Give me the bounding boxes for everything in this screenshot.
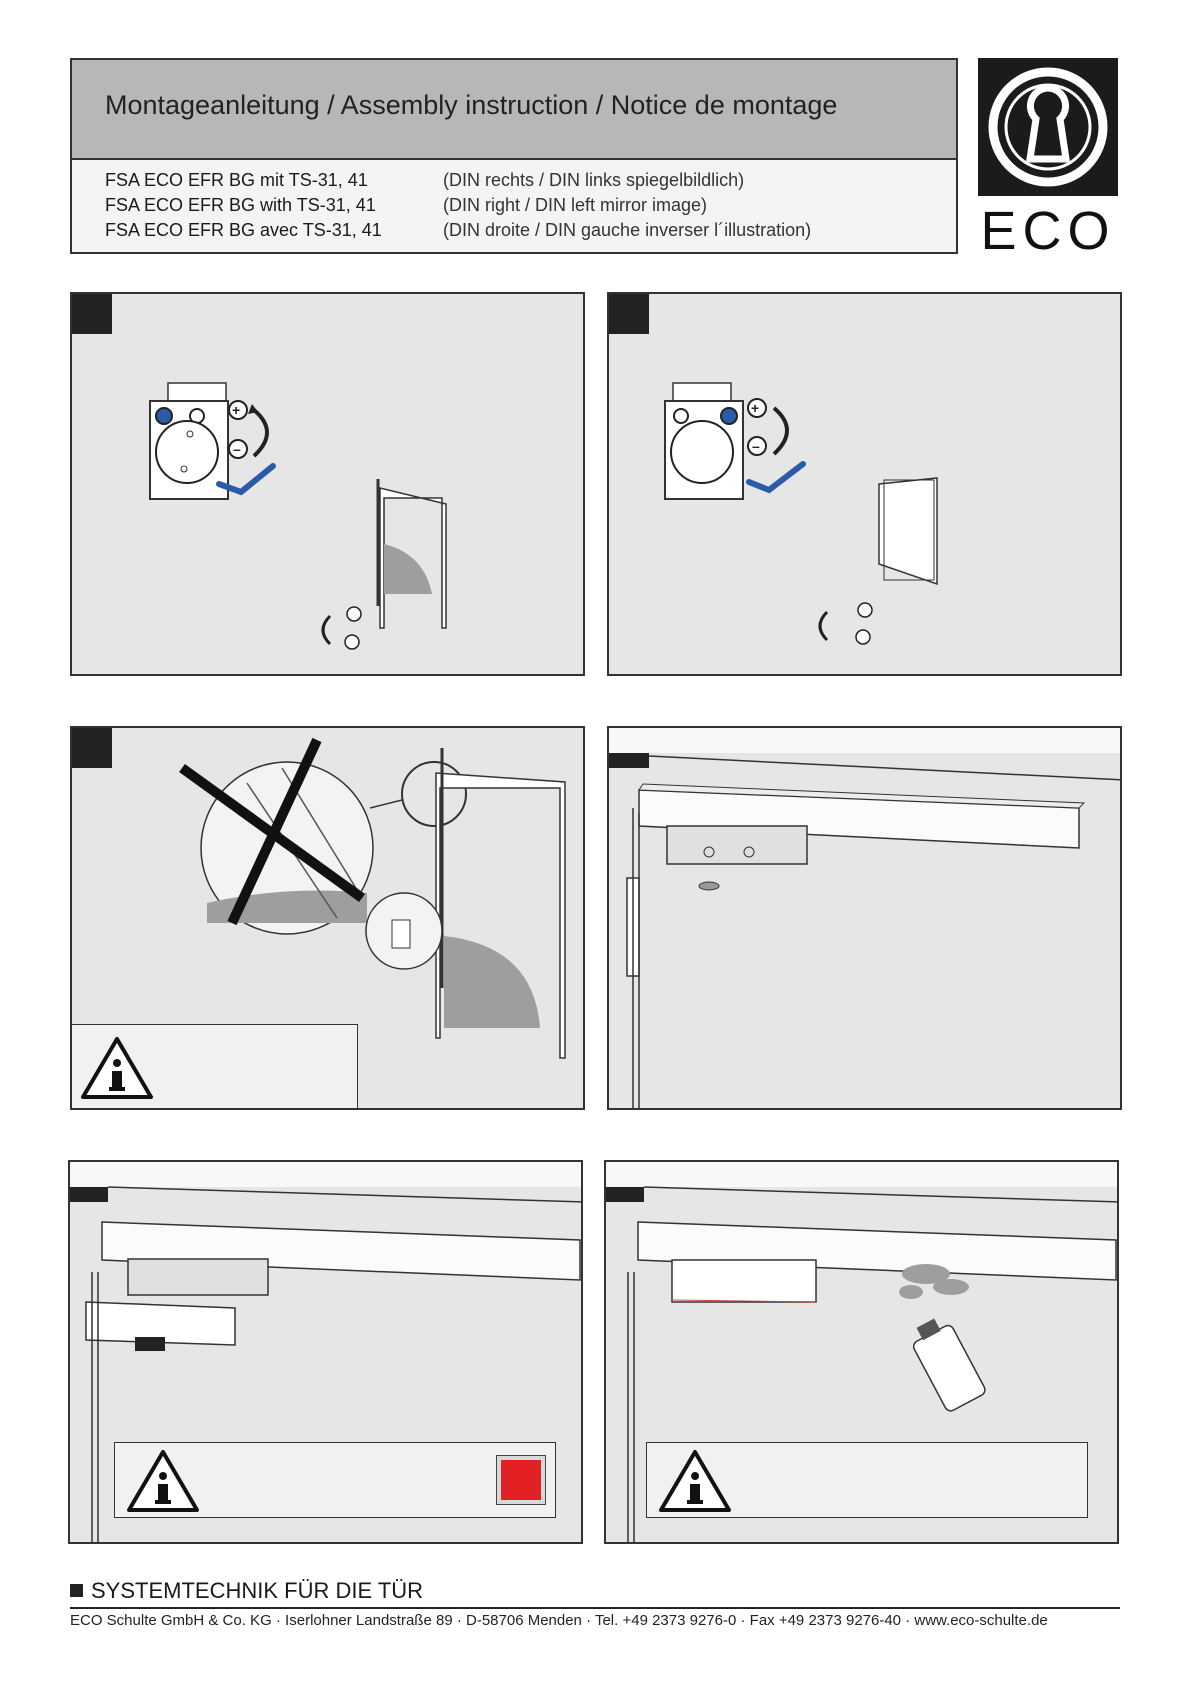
door-illustration (179, 737, 566, 1059)
header-title-band: Montageanleitung / Assembly instruction … (72, 60, 956, 160)
logo-mark (978, 58, 1118, 196)
product-name: FSA ECO EFR BG with TS-31, 41 (105, 195, 376, 215)
panel-mount-slide-rail (607, 726, 1122, 1110)
keyhole-icon (988, 67, 1108, 187)
panel-attach-cover (68, 1160, 583, 1544)
product-line-de: FSA ECO EFR BG mit TS-31, 41 (DIN rechts … (105, 170, 744, 191)
svg-text:+: + (232, 402, 240, 418)
info-note-box (72, 1024, 358, 1108)
tagline-text: SYSTEMTECHNIK FÜR DIE TÜR (91, 1578, 424, 1603)
svg-text:–: – (752, 438, 760, 454)
info-note-box (646, 1442, 1088, 1518)
product-line-fr: FSA ECO EFR BG avec TS-31, 41 (DIN droite… (105, 220, 811, 241)
svg-text:+: + (751, 400, 759, 416)
product-name: FSA ECO EFR BG mit TS-31, 41 (105, 170, 368, 190)
panel-adjust-closer-left: + – (70, 292, 585, 676)
info-warning-icon (81, 1037, 153, 1099)
panel-door-position-check (70, 726, 585, 1110)
footer-address: ECO Schulte GmbH & Co. KG · Iserlohner L… (70, 1612, 1048, 1629)
product-line-en: FSA ECO EFR BG with TS-31, 41 (DIN right … (105, 195, 707, 216)
product-note: (DIN rechts / DIN links spiegelbildlich) (443, 170, 745, 190)
step-number-tag (609, 294, 649, 334)
page-title: Montageanleitung / Assembly instruction … (105, 90, 838, 120)
adjust-screw-icon: + – (149, 382, 447, 650)
panel-adjust-closer-right: + – (607, 292, 1122, 676)
adjust-screw-icon: + – (664, 382, 938, 645)
step-number-tag (72, 294, 112, 334)
info-warning-icon (659, 1450, 731, 1512)
stop-button-icon (497, 1456, 545, 1504)
slide-rail-icon (609, 728, 1120, 1108)
info-warning-icon (127, 1450, 199, 1512)
logo-text: ECO (980, 201, 1116, 261)
header-box: Montageanleitung / Assembly instruction … (70, 58, 958, 254)
svg-text:–: – (233, 441, 241, 457)
info-note-box (114, 1442, 556, 1518)
footer-divider (70, 1607, 1120, 1609)
panel-spray-cleaning (604, 1160, 1119, 1544)
product-name: FSA ECO EFR BG avec TS-31, 41 (105, 220, 382, 240)
footer-tagline: SYSTEMTECHNIK FÜR DIE TÜR (70, 1578, 423, 1604)
step-number-tag (72, 728, 112, 768)
square-bullet-icon (70, 1584, 83, 1597)
eco-logo: ECO (978, 58, 1118, 261)
product-note: (DIN droite / DIN gauche inverser l´illu… (443, 220, 812, 240)
product-note: (DIN right / DIN left mirror image) (443, 195, 708, 215)
